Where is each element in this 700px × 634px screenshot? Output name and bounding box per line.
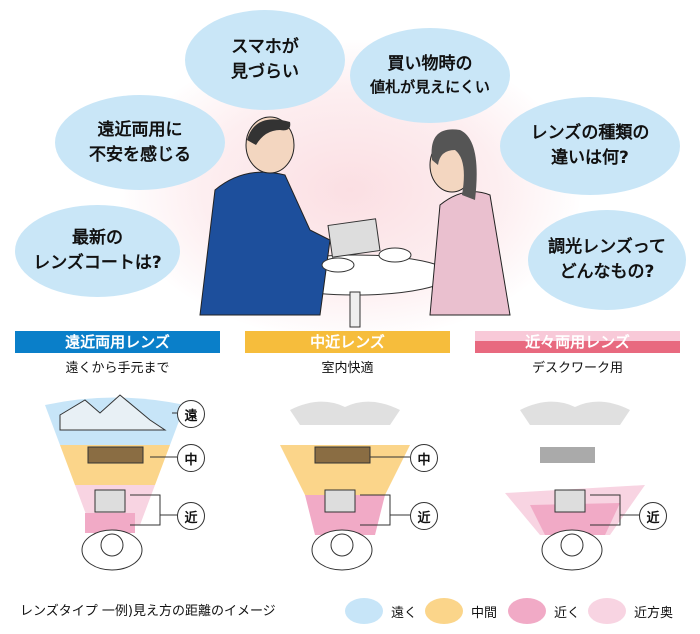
bubble-text: 最新の [72,228,123,249]
bubble-text: 遠近両用に [97,119,183,140]
speech-bubble-lens-coating: 最新のレンズコートは? [15,205,180,297]
legend-label: 近方奥 [634,605,674,621]
lens-subtitle: デスクワーク用 [531,361,623,376]
consultation-illustration [199,116,511,328]
desk-icon [314,446,371,464]
desk-icon [87,446,144,464]
coffee-cup [378,247,412,263]
diagram-intermediate [280,401,410,571]
blurred-mountain [290,401,400,425]
bubble-text: レンズコートは? [33,253,162,273]
man-hair [247,119,291,145]
bubble-text: 違いは何? [551,148,629,168]
diagram-near [505,401,645,571]
legend-label: 遠く [391,605,418,621]
zone-label-near: 近 [177,502,205,530]
legend-item-near-far: 近方奥 [588,598,673,624]
zone-label-far: 遠 [177,400,205,428]
vision-diagrams [45,394,645,571]
laptop-icon [554,489,586,513]
mountain-icon [59,394,167,431]
speech-bubble-price-tag: 買い物時の値札が見えにくい [350,28,510,123]
bubble-text: 値札が見えにくい [370,77,490,96]
lens-subtitle: 室内快適 [321,361,374,376]
lens-header-intermediate: 中近レンズ [245,331,450,353]
zone-label-mid: 中 [177,444,205,472]
man-body [199,171,331,316]
near-zone [85,513,135,533]
legend-item-far: 遠く [345,598,417,624]
table-leg [349,291,361,328]
bubble-text: どんなもの? [559,262,655,282]
bubble-text: 調光レンズって [548,237,666,258]
lens-subtitle: 遠くから手元まで [65,361,170,376]
speech-bubble-smartphone: スマホが見づらい [185,10,345,110]
blurred-mountain [520,401,630,425]
laptop-icon [324,489,356,513]
legend-item-near: 近く [508,598,580,624]
zone-label-near: 近 [410,502,438,530]
speech-bubble-photochromic: 調光レンズってどんなもの? [528,210,686,310]
person-head [330,533,354,557]
label-connectors [130,412,639,526]
zone-label-mid: 中 [410,444,438,472]
speech-bubble-progressive-anxiety: 遠近両用に不安を感じる [55,95,225,190]
tablet [327,218,381,258]
zone-label-near: 近 [639,502,667,530]
lens-header-near: 近々両用レンズ [475,331,680,353]
bubble-text: 見づらい [231,62,299,82]
diagram-progressive [45,394,185,571]
bubble-text: レンズの種類の [530,123,650,144]
legend-swatch [508,598,546,624]
legend-label: 近く [554,605,581,621]
woman-body [429,191,511,316]
legend-item-mid: 中間 [425,598,497,624]
coffee-cup [321,257,355,273]
desk-icon [540,447,595,463]
legend-swatch [345,598,383,624]
legend-swatch [588,598,626,624]
lens-header-progressive: 遠近両用レンズ [15,331,220,353]
bubble-text: 買い物時の [387,54,473,75]
legend-caption: レンズタイプ 一例)見え方の距離のイメージ [20,604,276,619]
legend-swatch [425,598,463,624]
person-head [560,533,584,557]
near-zone [530,503,620,535]
speech-bubble-lens-types: レンズの種類の違いは何? [500,97,680,195]
laptop-icon [94,489,126,513]
bubble-text: スマホが [231,37,299,58]
woman-hair [431,129,477,200]
person-head [100,533,124,557]
legend-label: 中間 [471,605,498,621]
bubble-text: 不安を感じる [89,144,191,165]
